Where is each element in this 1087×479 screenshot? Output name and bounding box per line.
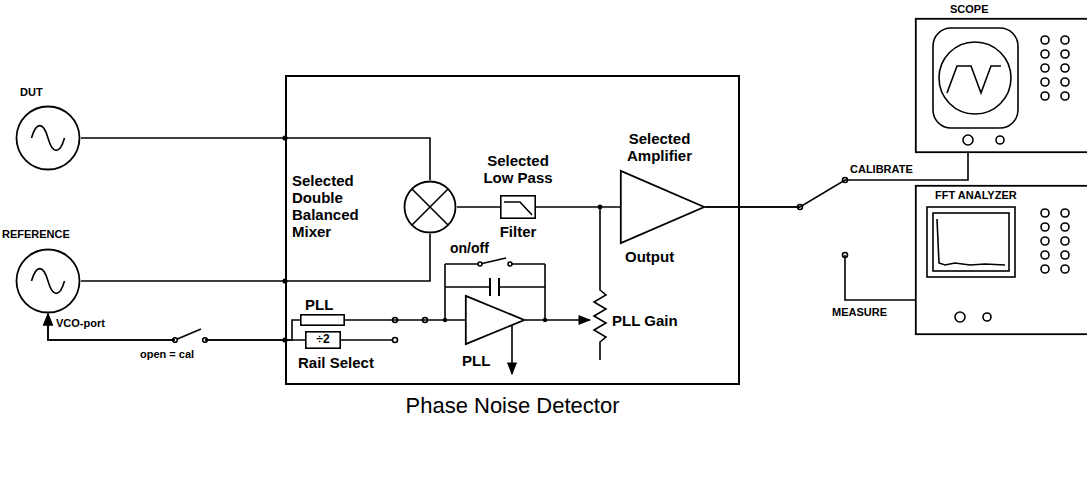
resistor-symbol-outline [300, 314, 345, 326]
node-label: PLL [462, 352, 502, 369]
filter-box-outline [500, 195, 536, 219]
node-label: Phase Noise Detector [285, 393, 740, 418]
switch-label: on/off [450, 240, 510, 256]
node-label: Selected Amplifier [612, 130, 707, 164]
node-label: SCOPE [950, 3, 1030, 16]
dut-oscillator: DUT [15, 105, 81, 171]
signal-wire [81, 234, 430, 281]
knobs [1041, 36, 1069, 100]
signal-wire [345, 319, 465, 321]
scope-instrument: SCOPE [915, 18, 1087, 153]
signal-wire [705, 153, 968, 207]
filter-box: Selected Low PassFilter [500, 195, 536, 219]
opamp-symbol-outline [465, 295, 525, 345]
mixer-symbol: Selected Double Balanced Mixer [403, 180, 457, 234]
node-label: Selected Low Pass [473, 152, 563, 186]
fft-analyzer-instrument-outline [915, 185, 1087, 335]
switch-label: open = cal [140, 348, 220, 361]
cal-switch [173, 329, 208, 342]
fft-analyzer-instrument: FFT ANALYZER [915, 185, 1087, 335]
pll-gain-potentiometer [525, 207, 606, 360]
signal-label: MEASURE [832, 306, 912, 319]
signal-wire [457, 206, 500, 208]
signal-wire [536, 206, 620, 208]
opamp-symbol: PLL [465, 295, 525, 345]
signal-wire [48, 314, 300, 340]
signal-wire [81, 138, 430, 180]
node-label: Filter [478, 223, 558, 240]
resistor-symbol: PLL [300, 314, 345, 326]
scope-instrument-outline [915, 18, 1087, 153]
signal-label: CALIBRATE [850, 163, 930, 176]
node-label: Output [625, 248, 695, 265]
junction-dots [282, 135, 602, 342]
amplifier-symbol-outline [620, 170, 705, 244]
signal-wire [48, 314, 305, 340]
node-label: Selected Double Balanced Mixer [292, 172, 392, 240]
node-label: FFT ANALYZER [935, 189, 1055, 202]
node-label: PLL [305, 296, 345, 313]
amplifier-symbol: Selected AmplifierOutput [620, 170, 705, 244]
detector-box: Phase Noise DetectorSelected Double Bala… [285, 75, 740, 385]
knobs [1041, 209, 1069, 273]
reference-oscillator: REFERENCE [15, 248, 81, 314]
mixer-symbol-outline [403, 180, 457, 234]
reference-oscillator-outline [15, 248, 81, 314]
divider-box: ÷2 [305, 331, 341, 349]
node-label: ÷2 [316, 333, 329, 347]
supply-arrow [511, 326, 513, 374]
switch-label: Rail Select [298, 354, 398, 371]
rail-select-switch [341, 318, 428, 343]
pll-feedback-capacitor [445, 258, 545, 320]
node-label: DUT [20, 86, 80, 99]
node-label: REFERENCE [2, 228, 112, 241]
pot-label: PLL Gain [612, 312, 692, 329]
output-switch [798, 178, 848, 258]
port-label: VCO-port [56, 317, 126, 330]
signal-wire [705, 207, 915, 300]
dut-oscillator-outline [15, 105, 81, 171]
